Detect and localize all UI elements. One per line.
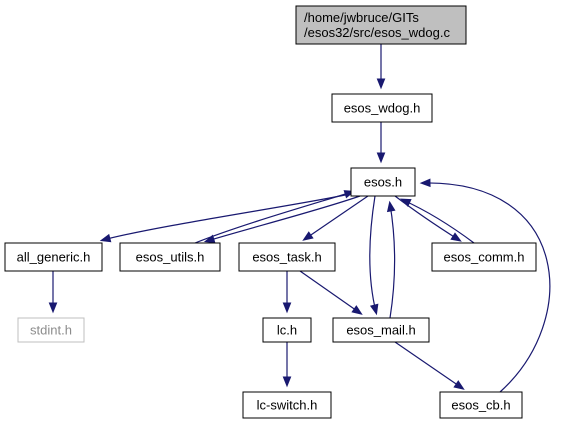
- node-label: stdint.h: [30, 323, 72, 338]
- node-box: [295, 5, 467, 45]
- edge-line: [102, 192, 356, 241]
- node-box: [17, 317, 85, 343]
- edge-root-to-esos_wdog_h: [376, 44, 386, 90]
- edge-all_generic_h-to-stdint_h: [48, 271, 58, 314]
- arrowhead: [48, 302, 58, 314]
- arrowhead: [399, 198, 412, 208]
- node-label: all_generic.h: [17, 250, 91, 265]
- node-box: [332, 317, 430, 343]
- node-stdint-h[interactable]: stdint.h: [17, 317, 85, 343]
- edge-esos_comm_h-to-esos_h: [399, 198, 475, 244]
- arrowhead: [419, 178, 431, 188]
- node-label: lc.h: [277, 323, 297, 338]
- node-esos-cb-h[interactable]: esos_cb.h: [439, 391, 523, 419]
- edge-line: [422, 182, 551, 393]
- node-esos-h[interactable]: esos.h: [350, 167, 416, 197]
- edge-line: [402, 199, 475, 244]
- node-box: [4, 242, 103, 272]
- node-label: lc-switch.h: [257, 398, 318, 413]
- edge-esos_task_h-to-esos_mail_h: [299, 270, 363, 315]
- arrowhead: [386, 200, 396, 213]
- arrowhead: [99, 233, 112, 243]
- node-esos-wdog-h[interactable]: esos_wdog.h: [331, 93, 433, 123]
- node-label: esos_wdog.h: [344, 101, 421, 116]
- edge-lc_h-to-lc_switch_h: [282, 342, 292, 388]
- edge-esos_wdog_h-to-esos_h: [376, 122, 386, 164]
- edge-esos_h-to-all_generic_h: [99, 192, 356, 243]
- edge-esos_h-to-esos_task_h: [302, 195, 369, 241]
- node-label: esos_utils.h: [136, 250, 205, 265]
- edge-esos_h-to-esos_mail_h: [369, 195, 379, 316]
- edge-esos_cb_h-to-esos_h: [419, 178, 551, 393]
- node-lc-h[interactable]: lc.h: [262, 317, 312, 343]
- arrowhead: [302, 231, 314, 241]
- arrowhead: [282, 376, 292, 388]
- node-all-generic-h[interactable]: all_generic.h: [4, 242, 103, 272]
- edge-esos_h-to-esos_comm_h: [394, 195, 462, 242]
- arrowhead: [369, 303, 379, 316]
- node-label: esos_mail.h: [346, 323, 415, 338]
- edge-esos_h-to-esos_utils_h: [203, 195, 361, 243]
- node-esos-utils-h[interactable]: esos_utils.h: [119, 242, 221, 272]
- edge-esos_mail_h-to-esos_h: [386, 200, 396, 319]
- edge-line: [394, 341, 463, 389]
- edge-line: [389, 203, 396, 319]
- node-label: esos.h: [364, 175, 402, 190]
- node-label: esos_cb.h: [451, 398, 510, 413]
- arrowhead: [203, 234, 216, 243]
- edge-line: [369, 195, 377, 313]
- node-esos-comm-h[interactable]: esos_comm.h: [431, 242, 537, 272]
- node-box: [262, 317, 312, 343]
- node-lc-switch-h[interactable]: lc-switch.h: [242, 391, 332, 419]
- edges-layer: [48, 44, 551, 393]
- edge-line: [304, 195, 369, 240]
- edge-line: [194, 191, 353, 244]
- node-label: esos_task.h: [252, 250, 321, 265]
- node-box: [439, 391, 523, 419]
- edge-esos_task_h-to-lc_h: [282, 271, 292, 314]
- node-box: [431, 242, 537, 272]
- arrowhead: [351, 305, 363, 315]
- arrowhead: [282, 302, 292, 314]
- node-box: [331, 93, 433, 123]
- arrowhead: [376, 152, 386, 164]
- node-box: [238, 242, 336, 272]
- node-label: /esos32/src/esos_wdog.c: [304, 25, 450, 40]
- arrowhead: [376, 78, 386, 90]
- node-box: [242, 391, 332, 419]
- node-esos-task-h[interactable]: esos_task.h: [238, 242, 336, 272]
- node-box: [119, 242, 221, 272]
- edge-esos_mail_h-to-esos_cb_h: [394, 341, 465, 390]
- node-label: /home/jwbruce/GITs: [304, 10, 419, 25]
- nodes-layer: /home/jwbruce/GITs/esos32/src/esos_wdog.…: [4, 5, 537, 419]
- node-root[interactable]: /home/jwbruce/GITs/esos32/src/esos_wdog.…: [295, 5, 467, 45]
- edge-line: [299, 270, 361, 314]
- edge-line: [206, 195, 361, 242]
- node-box: [350, 167, 416, 197]
- node-esos-mail-h[interactable]: esos_mail.h: [332, 317, 430, 343]
- arrowhead: [450, 232, 462, 242]
- arrowhead: [453, 380, 465, 390]
- node-label: esos_comm.h: [444, 250, 525, 265]
